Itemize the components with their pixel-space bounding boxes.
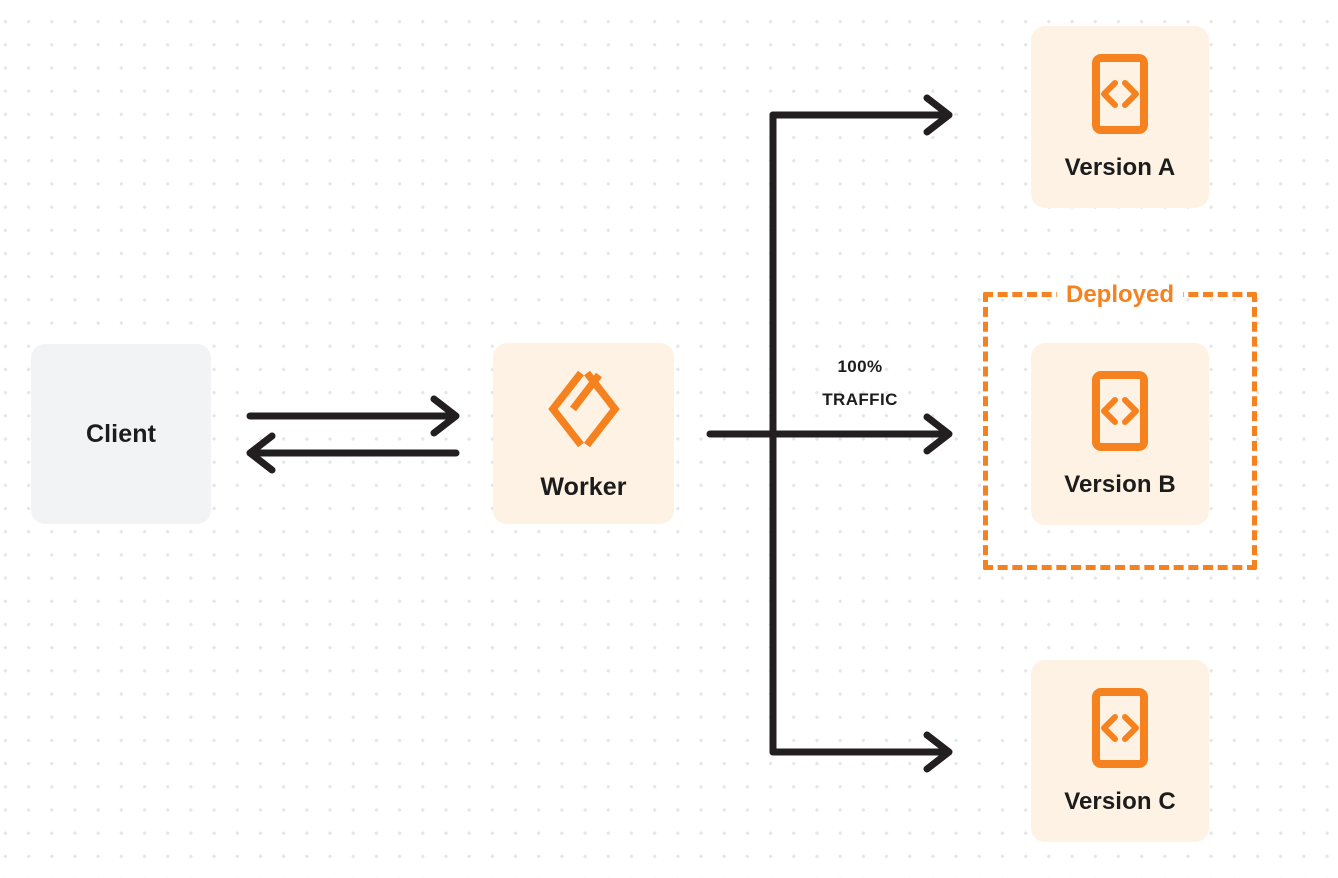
traffic-percent: 100%	[837, 357, 883, 376]
client-label: Client	[85, 419, 157, 448]
deployed-label: Deployed	[1056, 280, 1184, 310]
version-b-label: Version B	[1064, 470, 1176, 498]
worker-traffic-trunk	[706, 111, 777, 756]
arrow-worker-to-client	[246, 432, 460, 474]
worker-label: Worker	[540, 472, 627, 501]
version-c-label: Version C	[1064, 787, 1176, 815]
version-c-node[interactable]: Version C	[1031, 660, 1209, 842]
version-a-label: Version A	[1064, 153, 1176, 181]
deployed-frame: Deployed	[983, 280, 1257, 570]
arrow-client-to-worker	[246, 395, 460, 437]
code-file-icon	[1090, 370, 1150, 457]
arrow-worker-to-version-c	[769, 731, 953, 773]
traffic-word: TRAFFIC	[822, 390, 898, 409]
code-file-icon	[1090, 687, 1150, 774]
arrow-worker-to-version-b	[769, 413, 953, 455]
client-node[interactable]: Client	[31, 344, 211, 524]
traffic-label: 100% TRAFFIC	[790, 350, 930, 416]
version-a-node[interactable]: Version A	[1031, 26, 1209, 208]
worker-node[interactable]: Worker	[493, 343, 674, 524]
cloudflare-workers-logo-icon	[541, 366, 627, 457]
code-file-icon	[1090, 53, 1150, 140]
arrow-worker-to-version-a	[769, 94, 953, 136]
version-b-node[interactable]: Version B	[1031, 343, 1209, 525]
